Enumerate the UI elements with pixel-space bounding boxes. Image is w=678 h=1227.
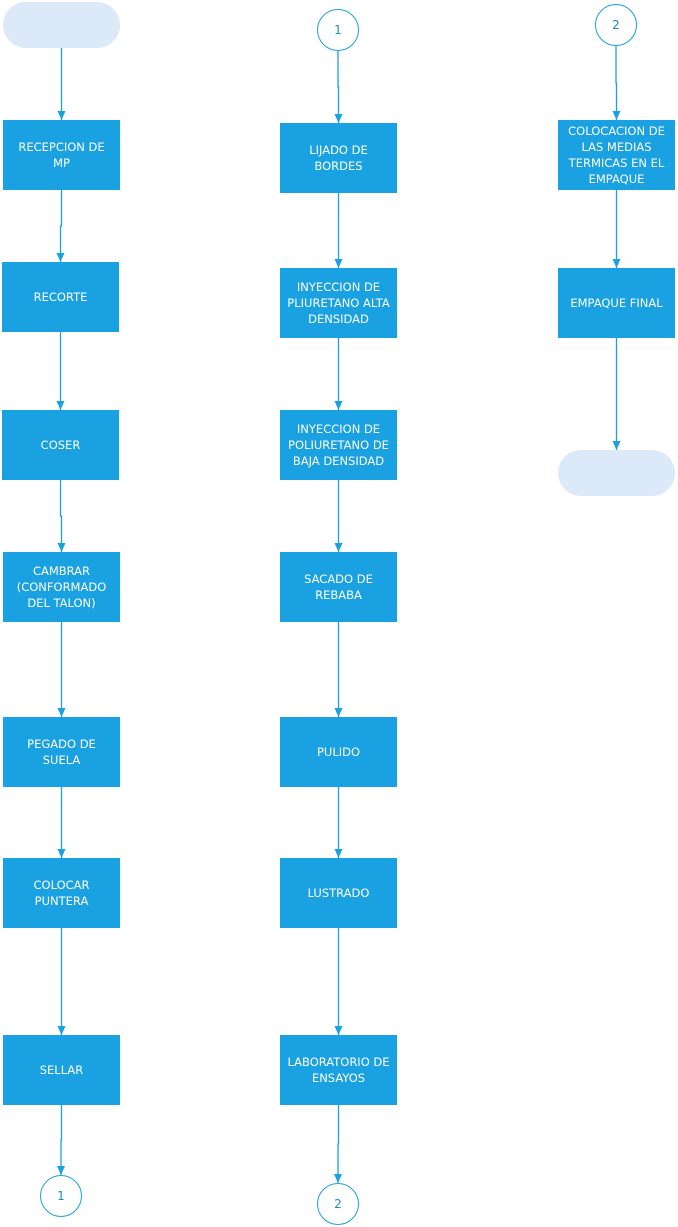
step-pegado-de-suela: PEGADO DE SUELA bbox=[3, 717, 120, 787]
step-coser: COSER bbox=[2, 410, 119, 480]
step-lustrado: LUSTRADO bbox=[280, 858, 397, 928]
off-page-connector-2-in: 2 bbox=[595, 4, 637, 46]
end-terminator bbox=[558, 450, 675, 496]
step-colocar-puntera: COLOCAR PUNTERA bbox=[3, 858, 120, 928]
step-empaque-final: EMPAQUE FINAL bbox=[558, 268, 675, 338]
flow-arrow bbox=[334, 51, 343, 123]
step-sellar: SELLAR bbox=[3, 1035, 120, 1105]
step-colocacion-de-medias: COLOCACION DE LAS MEDIAS TERMICAS EN EL … bbox=[558, 120, 675, 190]
flow-arrow bbox=[57, 1105, 65, 1175]
step-pulido: PULIDO bbox=[280, 717, 397, 787]
off-page-connector-1-out: 1 bbox=[40, 1175, 82, 1217]
flow-arrow bbox=[57, 480, 66, 552]
flow-arrow bbox=[56, 190, 65, 262]
step-cambrar: CAMBRAR (CONFORMADO DEL TALON) bbox=[3, 552, 120, 622]
step-inyeccion-alta-densidad: INYECCION DE PLIURETANO ALTA DENSIDAD bbox=[280, 268, 397, 338]
off-page-connector-2-out: 2 bbox=[317, 1183, 359, 1225]
step-inyeccion-baja-densidad: INYECCION DE POLIURETANO DE BAJA DENSIDA… bbox=[280, 410, 397, 480]
start-terminator bbox=[3, 2, 120, 48]
flow-arrow bbox=[334, 1105, 342, 1183]
step-recorte: RECORTE bbox=[2, 262, 119, 332]
step-recepcion-de-mp: RECEPCION DE MP bbox=[3, 120, 120, 190]
step-lijado-de-bordes: LIJADO DE BORDES bbox=[280, 123, 397, 193]
step-laboratorio-de-ensayos: LABORATORIO DE ENSAYOS bbox=[280, 1035, 397, 1105]
off-page-connector-1-in: 1 bbox=[317, 9, 359, 51]
flow-arrow bbox=[612, 46, 621, 120]
step-sacado-de-rebaba: SACADO DE REBABA bbox=[280, 552, 397, 622]
